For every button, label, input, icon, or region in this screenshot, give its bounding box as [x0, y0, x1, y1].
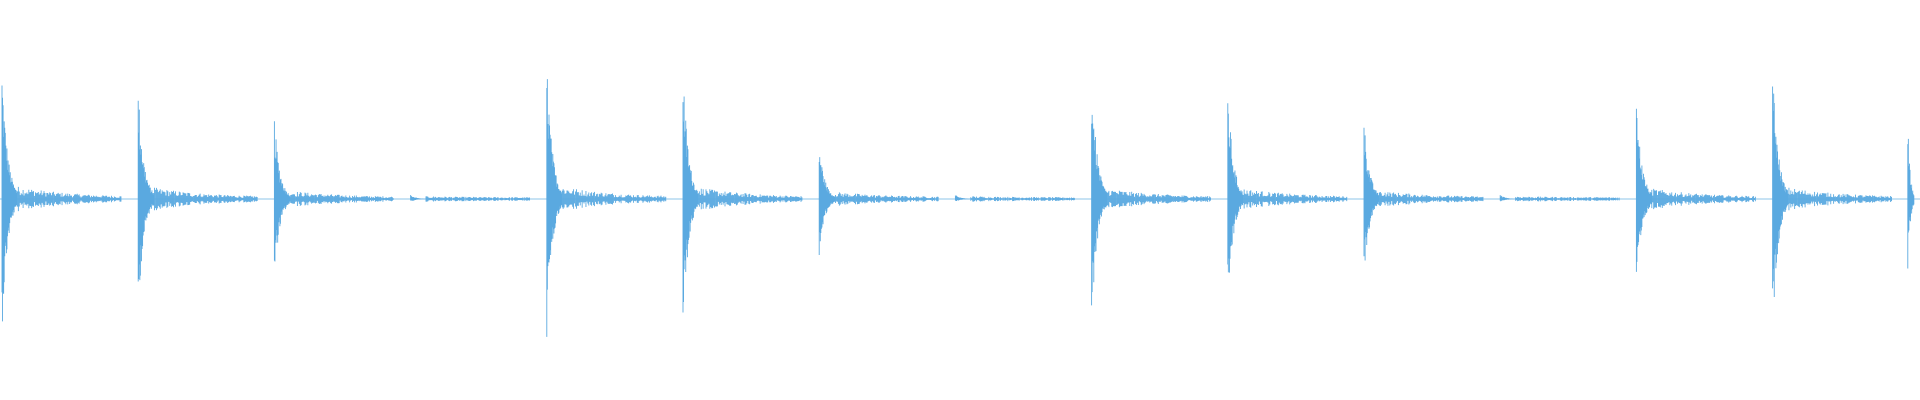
waveform-onset-9-path — [1091, 114, 1211, 306]
waveform-onset-5 — [546, 79, 667, 337]
waveform-onset-1 — [1, 85, 122, 322]
waveform-onset-12-path — [1499, 195, 1620, 202]
waveform-onset-11 — [1363, 127, 1484, 261]
waveform-onset-7 — [818, 157, 939, 255]
waveform-onset-13-path — [1635, 108, 1756, 272]
waveform-onset-6 — [682, 96, 803, 313]
waveform-onset-1-path — [1, 85, 122, 322]
waveform-onset-2-path — [137, 100, 258, 282]
waveform-onset-13 — [1635, 108, 1756, 272]
waveform-onset-2 — [137, 100, 258, 282]
waveform-onset-6-path — [682, 96, 803, 313]
waveform-onset-10 — [1227, 103, 1348, 273]
waveform-onset-15 — [1907, 138, 1915, 269]
waveform-onset-8 — [954, 195, 1075, 202]
waveform-onset-3-path — [273, 121, 394, 262]
waveform-trace — [1, 79, 1915, 337]
waveform-onset-8-path — [954, 195, 1075, 202]
waveform-onset-3 — [273, 121, 394, 262]
waveform-onset-14-path — [1772, 86, 1892, 298]
waveform-onset-10-path — [1227, 103, 1348, 273]
waveform-onset-12 — [1499, 195, 1620, 202]
waveform-onset-15-path — [1907, 138, 1915, 269]
waveform-onset-9 — [1091, 114, 1211, 306]
waveform-onset-7-path — [818, 157, 939, 255]
waveform-onset-14 — [1772, 86, 1892, 298]
waveform-onset-4-path — [410, 195, 530, 202]
waveform-onset-11-path — [1363, 127, 1484, 261]
waveform-onset-4 — [410, 195, 530, 202]
waveform-onset-5-path — [546, 79, 667, 337]
